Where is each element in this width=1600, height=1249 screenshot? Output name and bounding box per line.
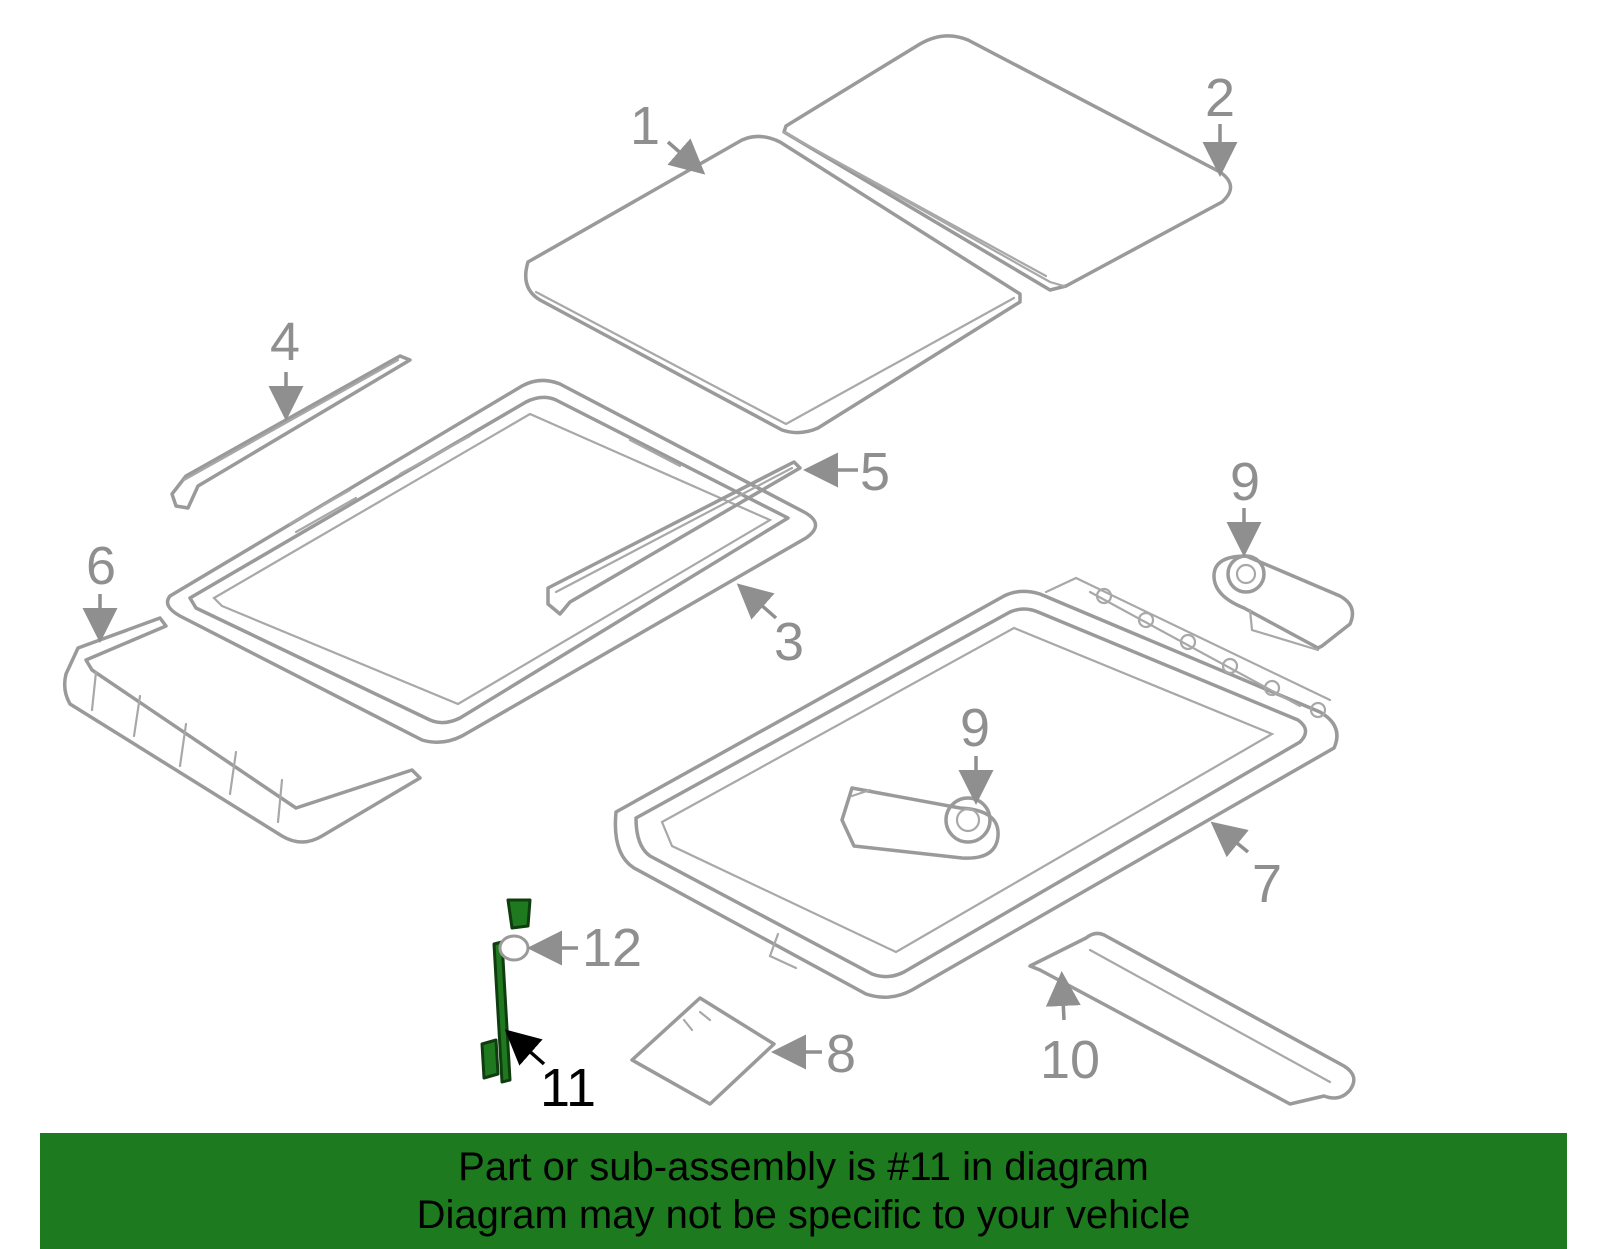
part-12-grommet [498,934,530,962]
part-5-side-strip [546,460,802,616]
callout-10: 10 [1040,1030,1100,1090]
part-6-sunshade [62,616,422,844]
callout-5: 5 [860,442,890,502]
callout-1: 1 [630,96,660,156]
callout-7: 7 [1252,854,1282,914]
part-8-plate [630,996,776,1106]
part-4-deflector-strip [170,354,412,510]
callout-4: 4 [270,312,300,372]
callout-11-highlighted: 11 [540,1058,596,1118]
part-1-glass-panel [524,134,1022,435]
part-3-seal-frame [165,378,818,744]
part-9-motor-upper [1212,554,1355,652]
callout-8: 8 [826,1024,856,1084]
leader-lines [82,124,1262,1070]
part-10-deflector-bar [1028,931,1356,1106]
banner-line-2: Diagram may not be specific to your vehi… [416,1193,1191,1237]
callout-2: 2 [1205,68,1235,128]
callout-9-upper: 9 [1230,452,1260,512]
part-9-motor-lower [840,786,1000,860]
banner-line-1: Part or sub-assembly is #11 in diagram [458,1145,1149,1189]
callout-9-lower: 9 [960,698,990,758]
callout-12: 12 [582,918,642,978]
part-11-drain-hose-highlighted [480,898,532,1084]
info-banner: Part or sub-assembly is #11 in diagram D… [40,1133,1567,1249]
callout-numbers: 1 2 3 4 5 6 7 8 9 9 10 11 12 [86,68,1282,1118]
part-7-frame-assembly [613,576,1339,999]
callout-6: 6 [86,536,116,596]
callout-3: 3 [774,612,804,672]
